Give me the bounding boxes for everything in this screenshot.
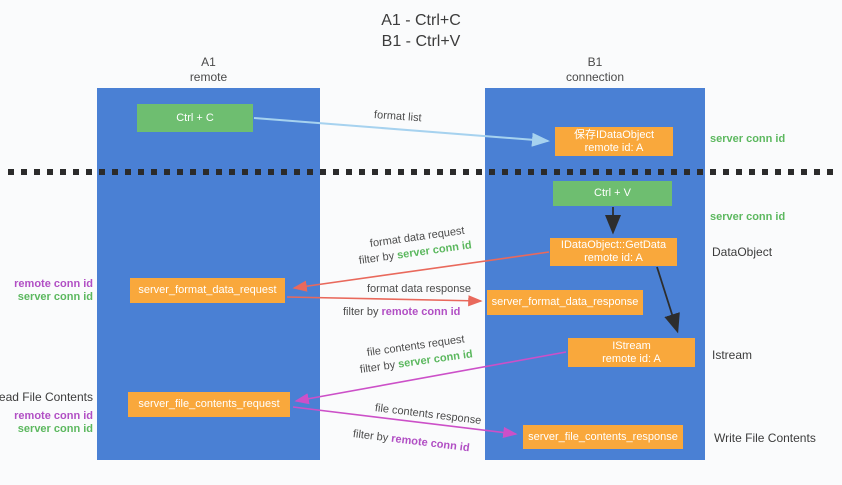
node-save-dataobject: 保存IDataObject remote id: A: [555, 127, 673, 156]
annotation-server-conn-id-mid: server conn id: [710, 211, 785, 223]
file-contents-response-text: file contents response: [374, 402, 482, 427]
node-format-request-label: server_format_data_request: [138, 284, 277, 296]
node-ctrl-c-label: Ctrl + C: [176, 111, 214, 124]
server-conn-id-text: server conn id: [710, 133, 786, 145]
lane-b1-name: B1: [587, 55, 603, 69]
label-format-list: format list: [374, 109, 422, 124]
label-file-contents-response: file contents response: [374, 402, 482, 427]
annotation-write-file-contents: Write File Contents: [714, 431, 816, 445]
lane-b1-role: connection: [565, 70, 625, 84]
lane-header-b1: B1 connection: [485, 55, 705, 85]
remote-conn-id-text: remote conn id: [381, 306, 461, 318]
node-ctrl-v: Ctrl + V: [553, 181, 672, 206]
node-getdata: IDataObject::GetData remote id: A: [550, 238, 677, 266]
node-file-response-label: server_file_contents_response: [528, 430, 678, 443]
node-file-response: server_file_contents_response: [523, 425, 683, 449]
read-file-contents-text: Read File Contents: [0, 390, 93, 404]
format-list-text: format list: [373, 109, 422, 125]
filter-by-text: filter by: [358, 250, 395, 267]
filter-by-text: filter by: [343, 306, 379, 318]
filter-by-text: filter by: [359, 359, 396, 376]
title-line-1: A1 - Ctrl+C: [381, 12, 461, 29]
node-format-response: server_format_data_response: [487, 290, 643, 315]
remote-conn-id-text: remote conn id: [390, 432, 471, 455]
annotation-conn-ids-left-bottom: remote conn id server conn id: [14, 410, 93, 436]
node-istream: IStream remote id: A: [568, 338, 695, 367]
server-conn-id-text: server conn id: [17, 291, 93, 303]
label-filter-remote-conn-2: filter by remote conn id: [352, 428, 470, 454]
filter-by-text: filter by: [352, 428, 389, 445]
node-save-dataobject-line1: 保存IDataObject: [573, 128, 655, 141]
title-line-2: B1 - Ctrl+V: [381, 33, 461, 50]
node-file-request-label: server_file_contents_request: [138, 398, 280, 410]
format-data-response-text: format data response: [367, 283, 471, 295]
dotted-divider: [8, 169, 836, 175]
node-istream-line2: remote id: A: [602, 352, 661, 365]
node-ctrl-v-label: Ctrl + V: [594, 187, 631, 199]
node-format-response-label: server_format_data_response: [491, 296, 639, 308]
node-getdata-line2: remote id: A: [584, 252, 643, 264]
istream-text: Istream: [712, 348, 753, 362]
annotation-conn-ids-left-top: remote conn id server conn id: [14, 278, 93, 304]
dataobject-text: DataObject: [712, 245, 773, 259]
diagram-title: A1 - Ctrl+C B1 - Ctrl+V: [0, 10, 842, 52]
node-format-request: server_format_data_request: [130, 278, 285, 303]
write-file-contents-text: Write File Contents: [714, 431, 816, 445]
remote-conn-id-text: remote conn id: [14, 278, 93, 290]
annotation-server-conn-id-top: server conn id: [710, 133, 785, 145]
node-getdata-line1: IDataObject::GetData: [560, 239, 667, 251]
annotation-read-file-contents: Read File Contents: [0, 391, 93, 404]
node-save-dataobject-line2: remote id: A: [584, 141, 644, 154]
remote-conn-id-text: remote conn id: [14, 410, 93, 422]
server-conn-id-text: server conn id: [17, 423, 93, 435]
node-istream-line1: IStream: [612, 339, 651, 352]
annotation-istream: Istream: [712, 348, 752, 362]
node-file-request: server_file_contents_request: [128, 392, 290, 417]
lane-header-a1: A1 remote: [97, 55, 320, 85]
label-filter-remote-conn-1: filter by remote conn id: [343, 306, 460, 318]
annotation-dataobject: DataObject: [712, 245, 772, 259]
label-format-data-response: format data response: [367, 283, 471, 295]
lane-a1-role: remote: [189, 70, 228, 84]
node-ctrl-c: Ctrl + C: [137, 104, 253, 132]
server-conn-id-text: server conn id: [710, 211, 786, 223]
lane-a1-name: A1: [201, 55, 216, 69]
